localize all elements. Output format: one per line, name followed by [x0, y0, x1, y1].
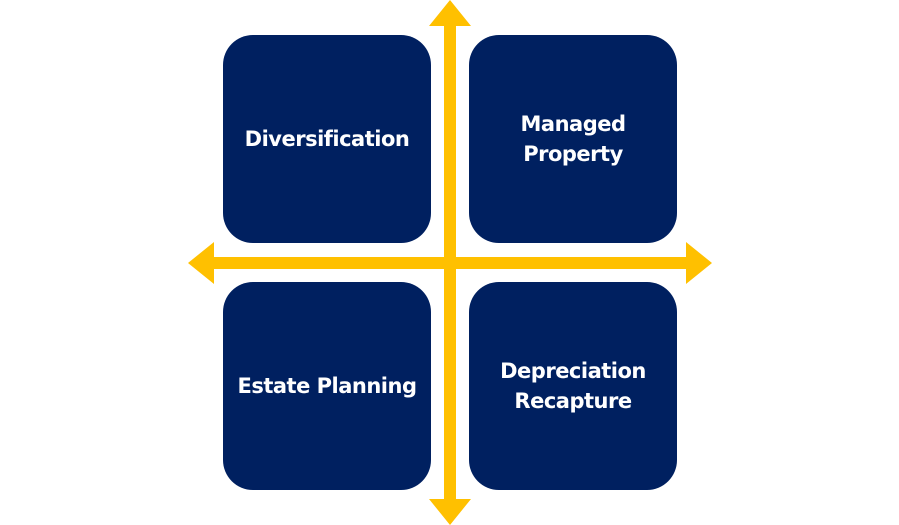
horizontal-double-arrow	[188, 242, 712, 284]
quadrant-bottom-left: Estate Planning	[223, 282, 431, 490]
quadrant-top-right: Managed Property	[469, 35, 677, 243]
quadrant-bottom-right: Depreciation Recapture	[469, 282, 677, 490]
quadrant-top-left: Diversification	[223, 35, 431, 243]
